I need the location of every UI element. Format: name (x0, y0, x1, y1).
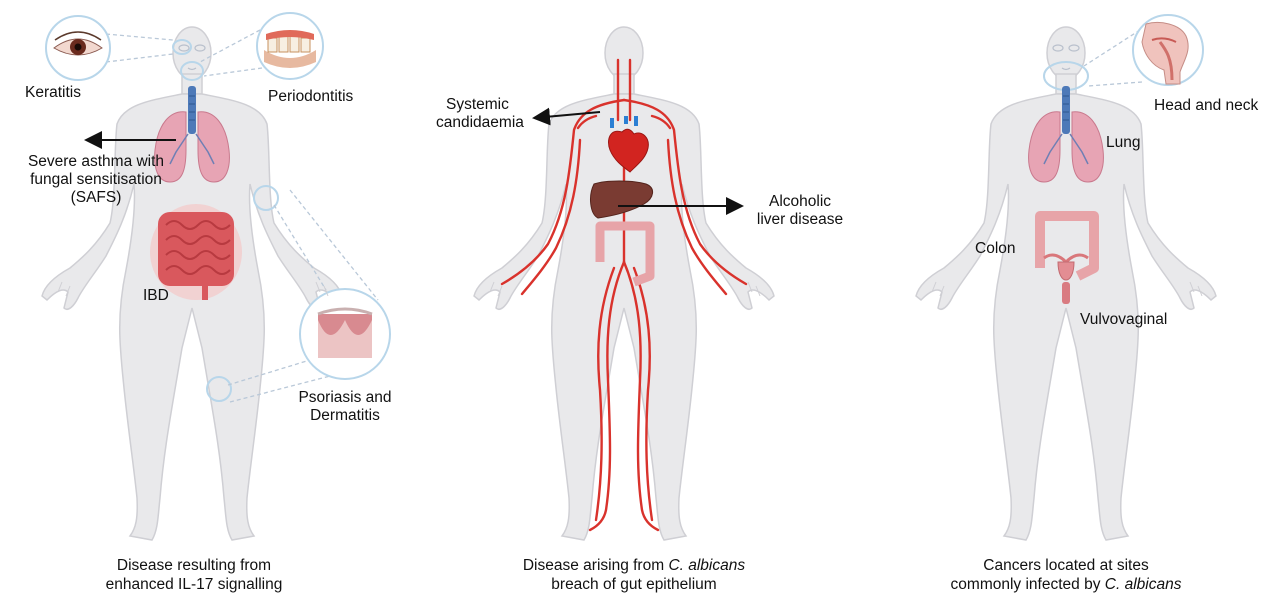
caption-center-line1: Disease arising from C. albicans (484, 556, 784, 575)
caption-left-line2: enhanced IL-17 signalling (44, 575, 344, 594)
label-head-neck: Head and neck (1154, 97, 1258, 115)
caption-left-line1: Disease resulting from (44, 556, 344, 575)
caption-center: Disease arising from C. albicans breach … (484, 556, 784, 594)
trachea-right (1062, 86, 1070, 134)
label-safs-line1: Severe asthma with (10, 153, 182, 171)
label-systemic-line1: Systemic (436, 96, 524, 114)
trachea-left (188, 86, 196, 134)
label-systemic-line2: candidaemia (436, 114, 524, 132)
label-safs: Severe asthma with fungal sensitisation … (10, 153, 182, 207)
caption-right-line2-text: commonly infected by (951, 576, 1105, 593)
head-neck-callout (1133, 15, 1203, 85)
label-periodontitis: Periodontitis (268, 88, 353, 106)
caption-right-line1: Cancers located at sites (916, 556, 1216, 575)
caption-left: Disease resulting from enhanced IL-17 si… (44, 556, 344, 594)
eye-callout (46, 16, 173, 80)
label-colon: Colon (975, 240, 1016, 258)
caption-right-line2: commonly infected by C. albicans (916, 575, 1216, 594)
label-vulvovaginal: Vulvovaginal (1080, 311, 1167, 329)
label-ibd: IBD (143, 287, 169, 305)
caption-center-species: C. albicans (668, 557, 745, 574)
label-safs-line2: fungal sensitisation (10, 171, 182, 189)
label-alcoholic-line2: liver disease (744, 211, 856, 229)
caption-center-line1-text: Disease arising from (523, 557, 669, 574)
label-alcoholic: Alcoholic liver disease (744, 193, 856, 229)
label-lung: Lung (1106, 134, 1140, 152)
label-alcoholic-line1: Alcoholic (744, 193, 856, 211)
caption-right: Cancers located at sites commonly infect… (916, 556, 1216, 594)
label-safs-line3: (SAFS) (10, 189, 182, 207)
intestines-left (150, 204, 242, 300)
caption-right-species: C. albicans (1105, 576, 1182, 593)
teeth-callout (200, 13, 323, 79)
label-psoriasis-line2: Dermatitis (284, 407, 406, 425)
label-systemic: Systemic candidaemia (436, 96, 524, 132)
label-psoriasis-line1: Psoriasis and (284, 389, 406, 407)
label-psoriasis: Psoriasis and Dermatitis (284, 389, 406, 425)
label-keratitis: Keratitis (25, 84, 81, 102)
caption-center-line2: breach of gut epithelium (484, 575, 784, 594)
